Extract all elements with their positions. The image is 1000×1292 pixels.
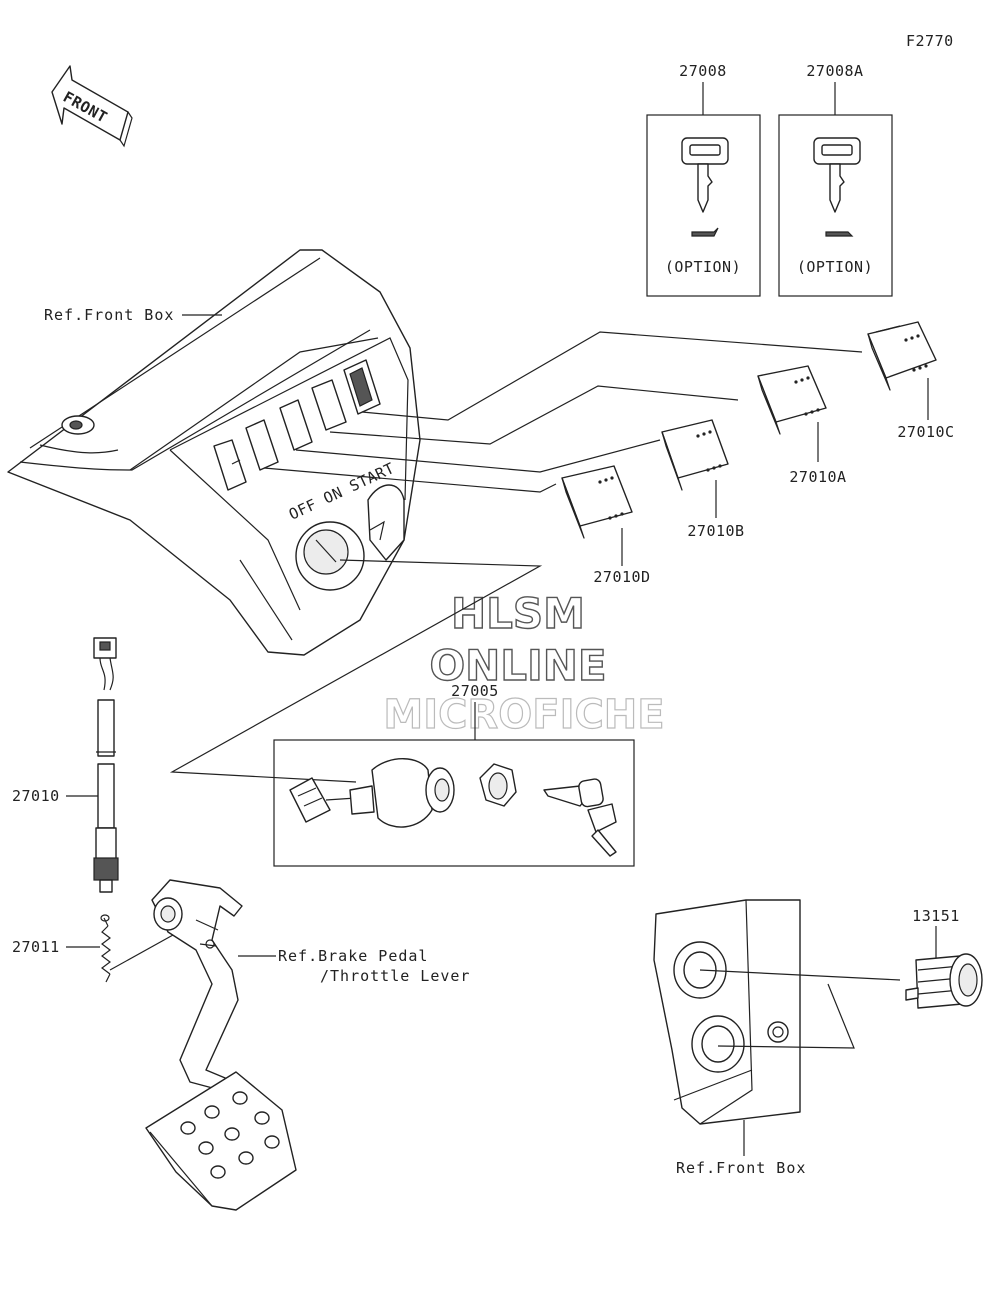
figure-code: F2770 [906,32,954,50]
key-27008a-group: 27008A (OPTION) [778,62,893,297]
ignition-switch [289,758,455,828]
stop-switch-27010 [93,637,119,893]
key-27008-group: 27008 (OPTION) [646,62,761,297]
switch-slots [213,359,381,491]
front-box-dashboard: OFF ON START [7,249,421,656]
ignition-keys [543,778,617,857]
part-label-13151[interactable]: 13151 [912,907,960,925]
ignition-nut [479,763,517,807]
ref-brake-pedal-line2[interactable]: /Throttle Lever [320,967,470,985]
ignition-set-box [273,739,635,867]
key-icon [681,137,729,237]
watermark-line2: ONLINE [429,641,606,690]
socket-13151 [905,953,983,1009]
option-label-27008: (OPTION) [665,258,741,276]
watermark-line1: HLSM [451,589,585,638]
watermark-line3: MICROFICHE [383,692,664,738]
rocker-switch-27010b [661,419,729,518]
front-box-bottom [653,899,801,1125]
part-label-27008[interactable]: 27008 [679,62,727,80]
part-label-27010c[interactable]: 27010C [897,423,954,441]
part-label-27005[interactable]: 27005 [451,682,499,700]
switch-leader-lines [231,331,863,493]
rocker-switch-27010d [561,465,633,566]
part-label-27011[interactable]: 27011 [12,938,60,956]
key-icon [813,137,861,237]
ref-front-box-top[interactable]: Ref.Front Box [44,306,174,324]
part-label-27008a[interactable]: 27008A [806,62,863,80]
part-label-27010[interactable]: 27010 [12,787,60,805]
part-label-27010a[interactable]: 27010A [789,468,846,486]
spring-27011 [100,914,111,983]
ref-brake-pedal-line1[interactable]: Ref.Brake Pedal [278,947,428,965]
part-label-27010b[interactable]: 27010B [687,522,744,540]
ref-front-box-bottom[interactable]: Ref.Front Box [676,1159,806,1177]
option-label-27008a: (OPTION) [797,258,873,276]
pedal-holes [180,1091,280,1179]
part-label-27010d[interactable]: 27010D [593,568,650,586]
front-direction-arrow: FRONT [51,65,133,148]
rocker-switch-27010a [757,365,827,462]
watermark: HLSM ONLINE MICROFICHE [383,588,665,738]
brake-pedal [145,879,297,1211]
rocker-switch-27010c [867,321,937,420]
